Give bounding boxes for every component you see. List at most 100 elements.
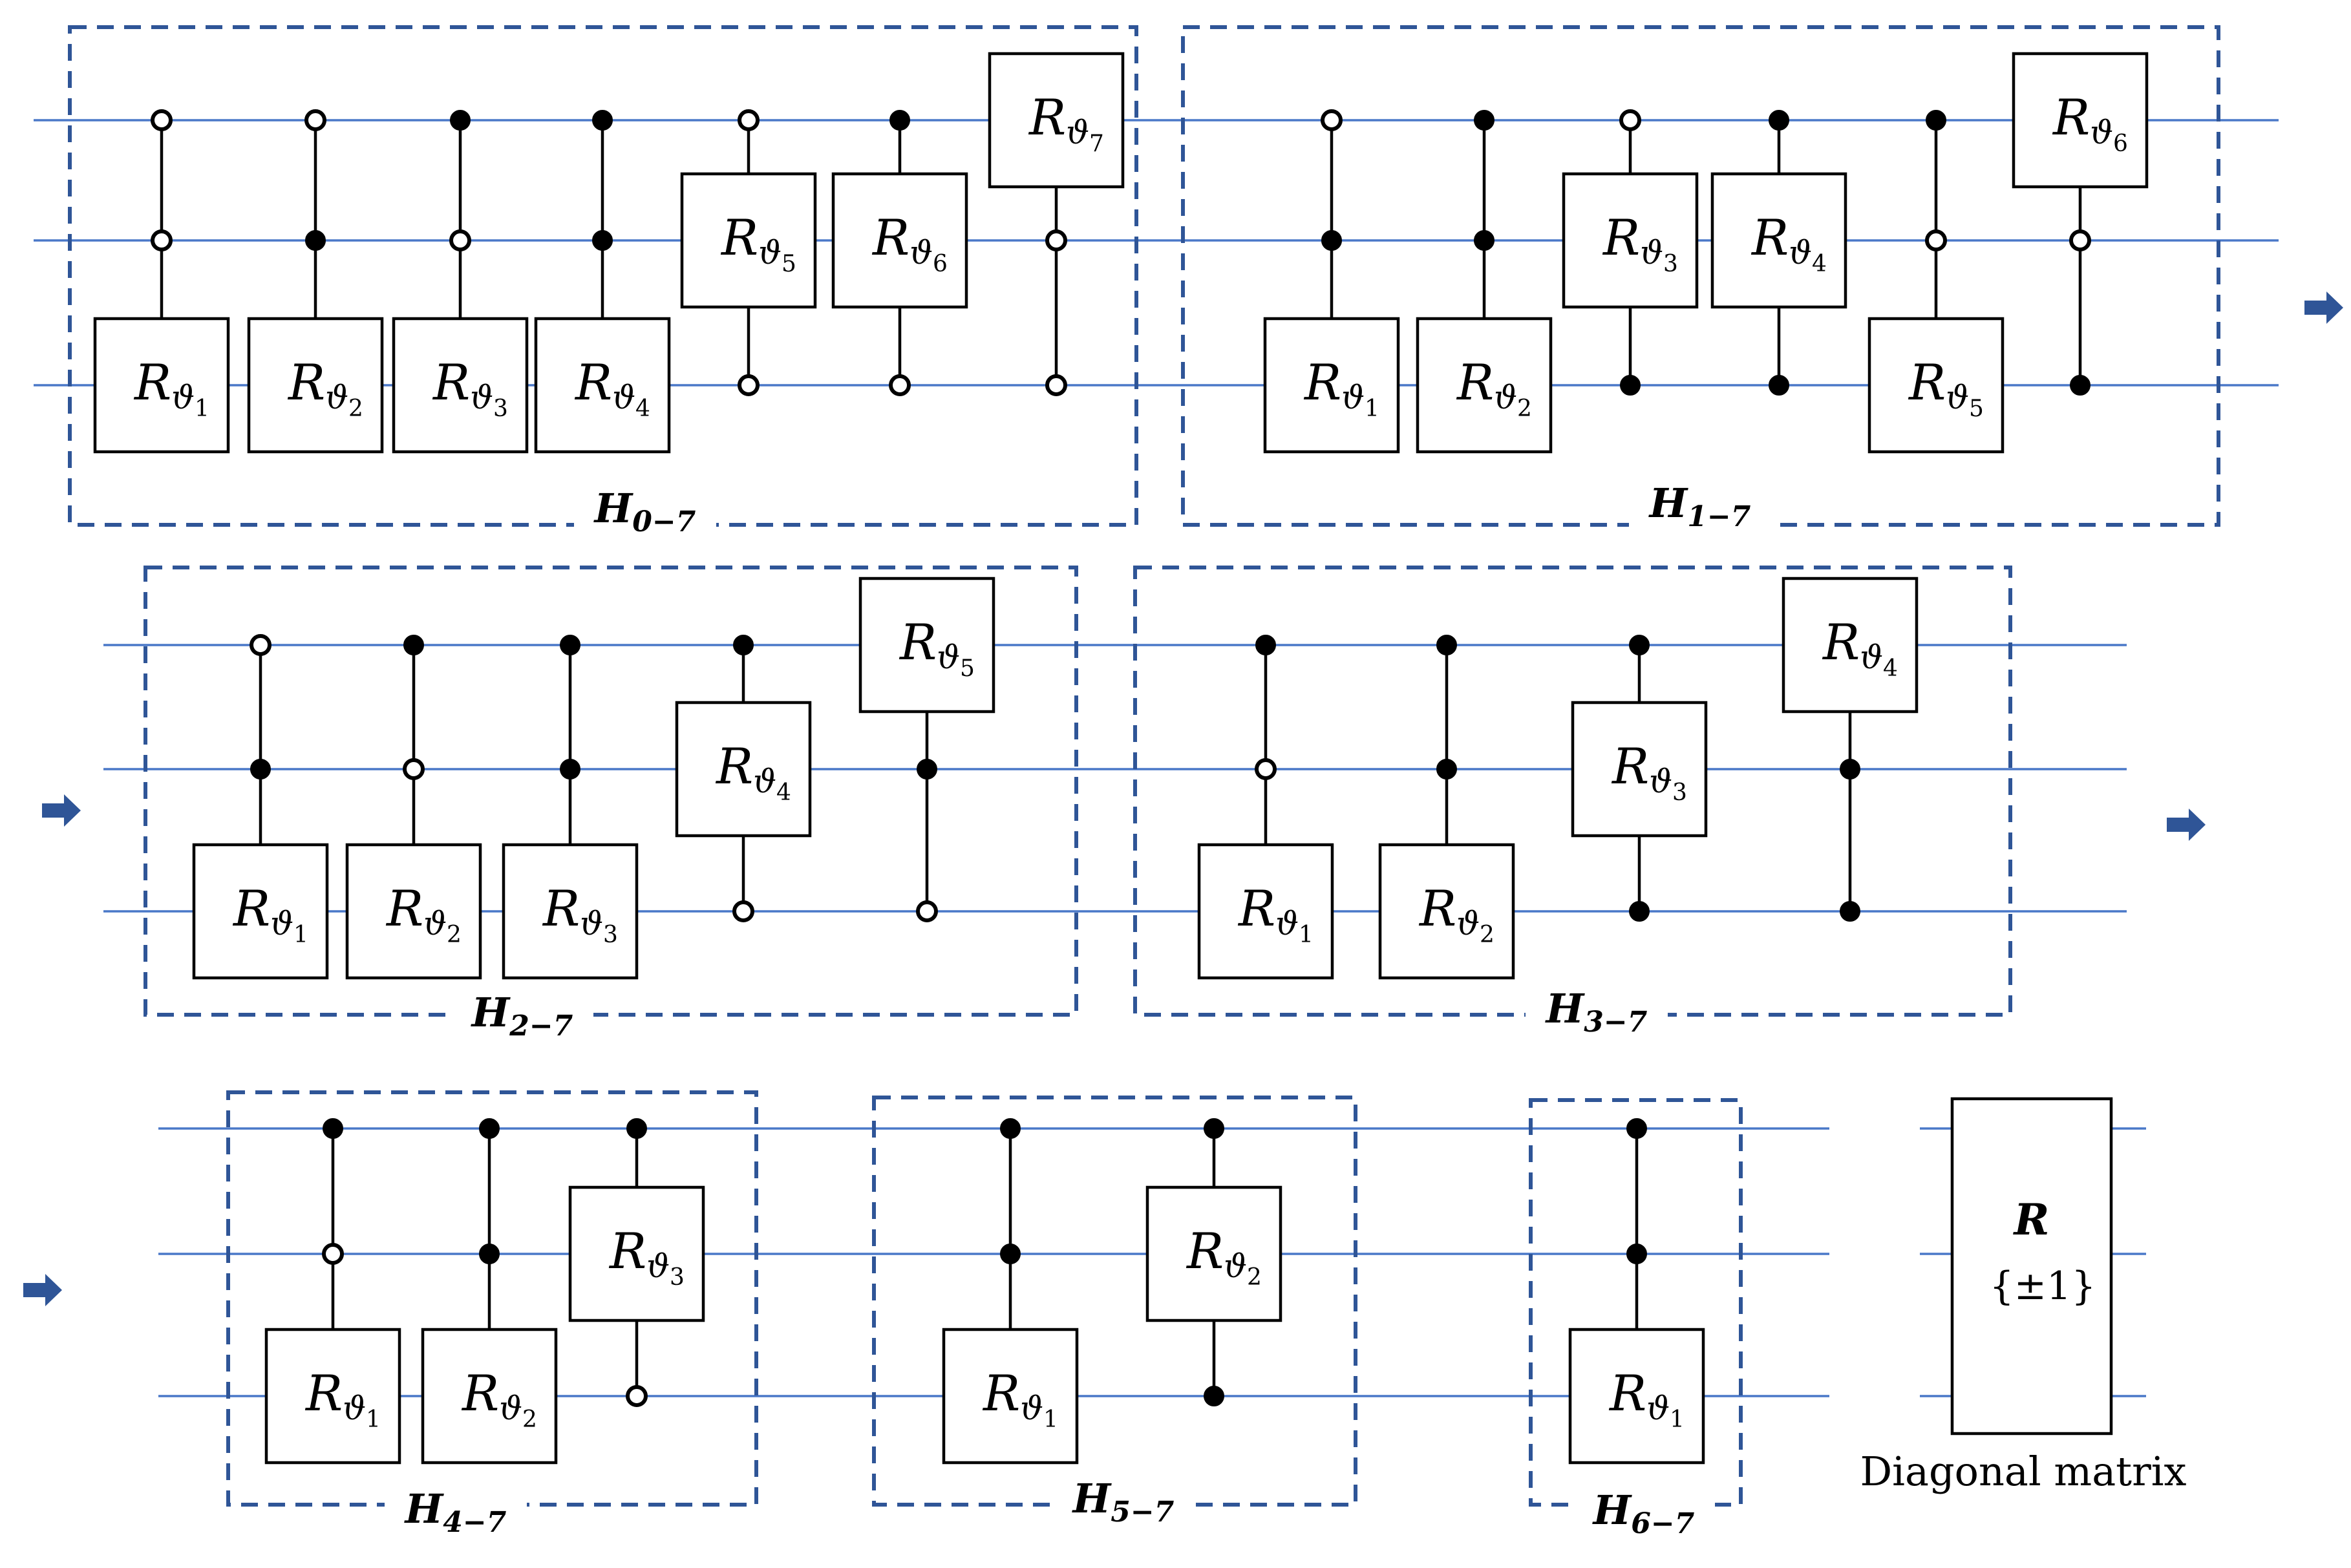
gate-label: Rϑ2 [287,354,363,422]
block-label-background [574,485,716,536]
control-dot-open [916,900,938,922]
rotation-gate-box [988,52,1125,189]
controlled-rotation-gate: Rϑ3 [502,635,639,980]
gate-label: Rϑ5 [720,209,796,277]
controlled-rotation-gate: Rϑ7 [988,52,1125,396]
block-label-background [451,989,593,1041]
control-dot-open [250,634,271,656]
controlled-rotation-gate: Rϑ6 [831,110,968,396]
gate-label: Rϑ6 [871,209,948,277]
block-label-background [385,1485,527,1537]
rotation-gate-box [93,317,230,454]
control-dot-filled [560,759,580,779]
control-dot-filled [323,1118,343,1139]
block-label: H3−7 [1545,985,1648,1039]
block-label-background [1573,1487,1715,1538]
block-label: H6−7 [1592,1487,1695,1540]
gate-label: Rϑ2 [385,880,462,948]
control-dot-filled [1000,1244,1021,1264]
gate-label: Rϑ1 [982,1364,1058,1433]
controlled-rotation-gate: Rϑ2 [421,1118,558,1465]
control-dot-filled [1626,1244,1647,1264]
gate-label: Rϑ1 [1303,354,1379,422]
gate-label: Rϑ3 [608,1222,685,1291]
control-dot-open [1045,374,1067,396]
control-dot-filled [1255,635,1276,655]
rotation-gate-box [1263,317,1400,454]
control-dot-filled [1926,110,1946,131]
controlled-rotation-gate: Rϑ4 [675,635,812,922]
gate-label: Rϑ5 [1908,354,1984,422]
control-dot-filled [1436,635,1457,655]
rotation-gate-box [680,172,817,309]
control-dot-open [889,374,911,396]
block-label: H5−7 [1072,1475,1175,1529]
controlled-rotation-gate: Rϑ6 [2012,52,2149,396]
controlled-rotation-gate: Rϑ3 [1562,109,1699,396]
continue-arrow-icon [42,794,81,827]
control-dot-filled [1620,375,1641,396]
gate-label: Rϑ4 [715,737,791,806]
controlled-rotation-gate: Rϑ1 [1568,1118,1705,1465]
controlled-rotation-gate: Rϑ2 [1378,635,1515,980]
frames-layer [68,25,2220,1507]
rotation-gate-box [421,1328,558,1465]
rotation-gate-box [1197,843,1334,980]
control-dot-open [1925,229,1947,251]
gate-label: Rϑ2 [461,1364,537,1433]
block-frame [144,566,1078,1017]
control-dot-filled [1840,901,1860,922]
control-dot-filled [479,1244,500,1264]
rotation-gate-box [392,317,529,454]
gate-label: Rϑ2 [1186,1222,1262,1291]
block-label: H0−7 [593,485,696,538]
controlled-rotation-gate: Rϑ2 [247,109,384,454]
control-dot-open [403,758,425,780]
gate-label: Rϑ3 [542,880,618,948]
control-dot-open [304,109,326,131]
control-dot-open [1619,109,1641,131]
controlled-rotation-gate: Rϑ3 [392,110,529,454]
controlled-rotation-gate: Rϑ4 [1782,577,1919,922]
diagonal-matrix-symbol: R [2013,1194,2050,1245]
gate-label: Rϑ3 [1611,737,1687,806]
controlled-rotation-gate: Rϑ2 [1145,1118,1282,1406]
rotation-gate-box [1710,172,1847,309]
controlled-rotation-gate: Rϑ1 [942,1118,1079,1465]
control-dot-filled [592,110,613,131]
control-dot-open [151,229,173,251]
control-dot-filled [2070,375,2090,396]
control-dot-filled [1474,110,1495,131]
control-dot-open [2069,229,2091,251]
control-dot-filled [479,1118,500,1139]
control-dot-filled [1769,375,1789,396]
rotation-gate-box [1562,172,1699,309]
diagonal-matrix-caption: Diagonal matrix [1860,1448,2186,1495]
controlled-rotation-gate: Rϑ1 [264,1118,401,1465]
rotation-gate-box [1571,701,1708,838]
diagonal-matrix-box [1950,1097,2113,1436]
control-dot-open [449,229,471,251]
rotation-gate-box [858,577,995,714]
gate-label: Rϑ4 [1750,209,1827,277]
gate-label: Rϑ7 [1028,89,1104,157]
continue-arrow-icon [2167,809,2206,841]
rotation-gate-box [1867,317,2005,454]
rotation-gate-box [831,172,968,309]
control-dot-filled [626,1118,647,1139]
gate-label: Rϑ1 [133,354,209,422]
controlled-rotation-gate: Rϑ1 [1197,635,1334,980]
gate-label: Rϑ2 [1456,354,1532,422]
rotation-gate-box [1568,1328,1705,1465]
control-dot-filled [917,759,937,779]
block-label-background [1526,985,1668,1037]
rotation-gate-box [1378,843,1515,980]
control-dot-filled [450,110,471,131]
block-label: H2−7 [471,989,573,1043]
diagonal-matrix-gate: R{±1} [1950,1097,2113,1436]
controlled-rotation-gate: Rϑ1 [1263,109,1400,454]
control-dot-open [1321,109,1343,131]
continue-arrow-icon [23,1274,62,1306]
rotation-gate-box [675,701,812,838]
